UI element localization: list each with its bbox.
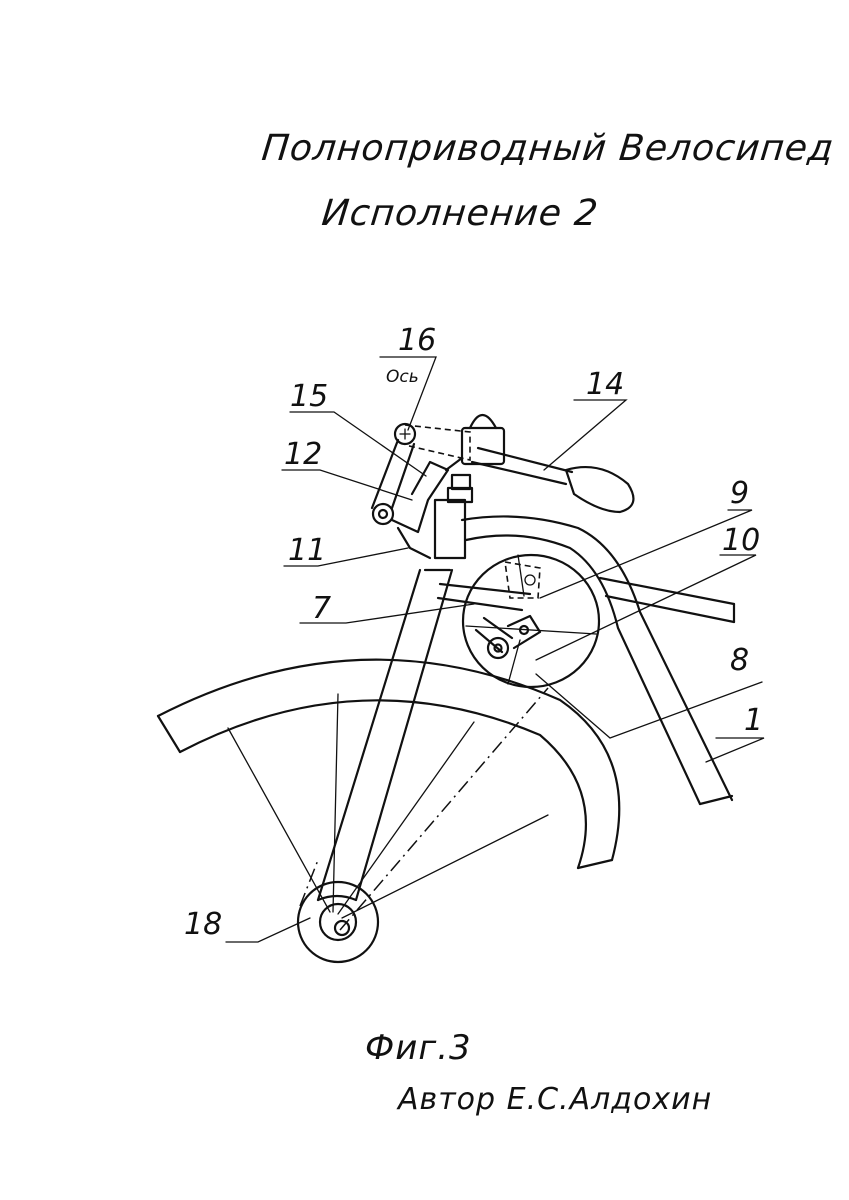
figure-caption: Фиг.3 xyxy=(365,1028,472,1068)
wheel-hub xyxy=(296,880,380,964)
part-labels: 16 Ось 15 14 12 9 11 10 7 8 1 18 xyxy=(184,323,763,942)
label-11: 11 xyxy=(288,533,326,568)
center-lines xyxy=(299,687,549,931)
drive-rod xyxy=(436,582,542,660)
front-fork xyxy=(316,568,454,902)
head-tube xyxy=(433,473,474,560)
handlebar xyxy=(470,446,635,514)
drive-disc xyxy=(461,553,601,689)
author-line: Автор Е.С.Алдохин xyxy=(398,1082,713,1117)
label-12: 12 xyxy=(284,437,322,472)
leader-lines xyxy=(225,356,765,943)
label-16: 16 xyxy=(398,323,436,358)
label-9: 9 xyxy=(730,476,749,511)
label-14: 14 xyxy=(586,367,624,402)
frame-tubes xyxy=(460,515,736,806)
front-wheel-rim xyxy=(156,658,621,870)
label-10: 10 xyxy=(722,523,760,558)
label-18: 18 xyxy=(184,907,222,942)
label-15: 15 xyxy=(290,379,328,414)
lever-linkage xyxy=(370,438,464,560)
label-1: 1 xyxy=(744,703,763,738)
label-8: 8 xyxy=(730,643,749,678)
label-7: 7 xyxy=(312,591,331,626)
wheel-spokes xyxy=(227,693,549,919)
label-axis: Ось xyxy=(386,367,419,387)
